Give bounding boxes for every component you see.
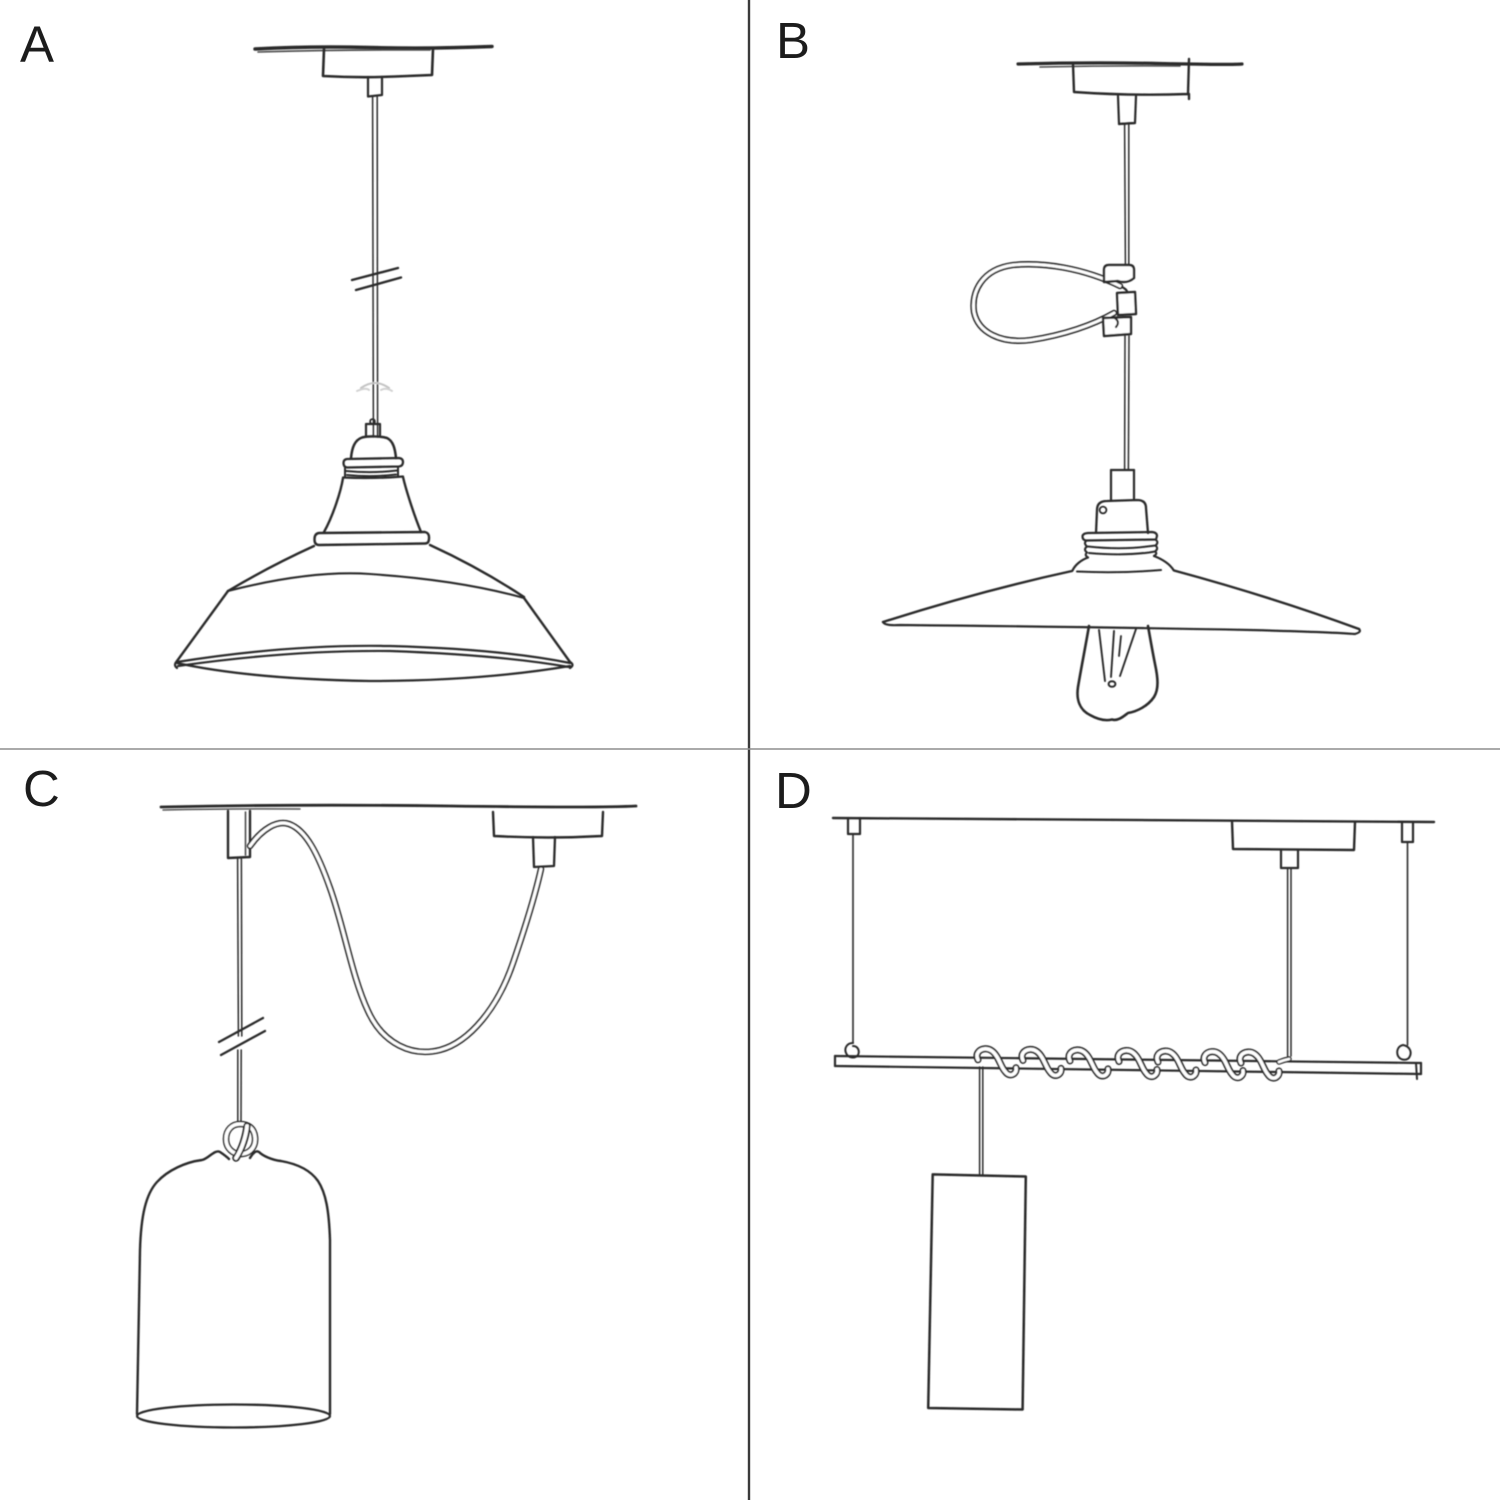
svg-text:C: C: [23, 760, 60, 817]
svg-text:B: B: [776, 12, 810, 69]
svg-text:D: D: [775, 762, 812, 819]
svg-text:A: A: [20, 16, 54, 73]
